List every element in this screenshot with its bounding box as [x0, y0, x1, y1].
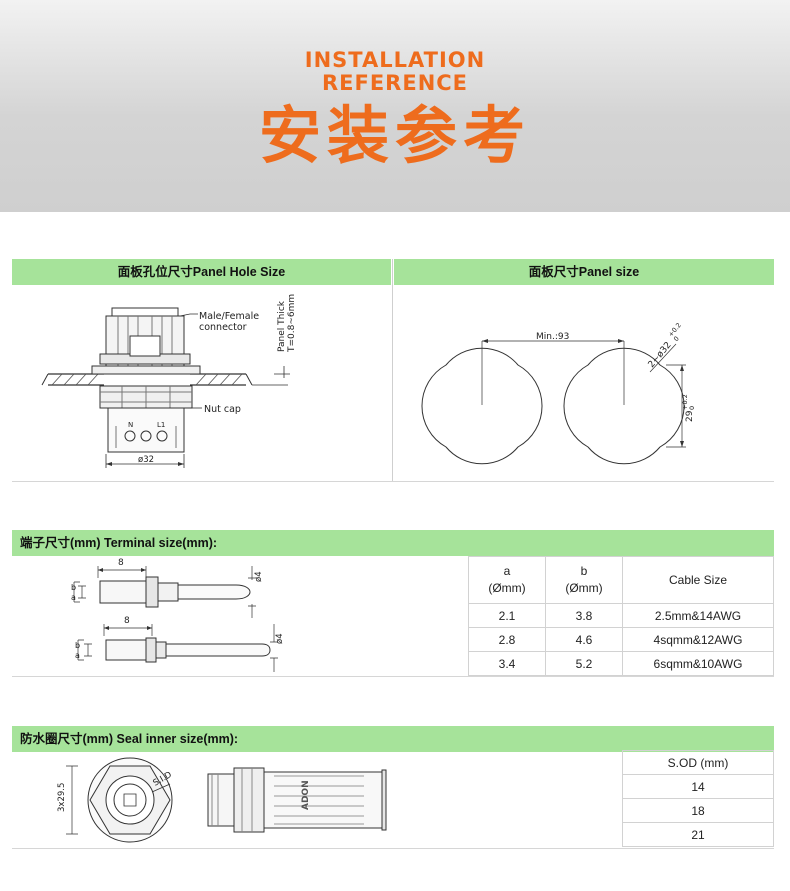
col-a-header: a (Ømm) [468, 556, 546, 604]
pin-l1-label: L1 [157, 421, 165, 429]
table-row: 2.1 3.8 2.5mm&14AWG [468, 603, 774, 628]
col-a-header-line2: (Ømm) [488, 581, 526, 595]
hole-height-tol-minus: 0 [688, 406, 696, 410]
brand-mark: ADON [301, 780, 311, 810]
col-a-header-line1: a [503, 564, 511, 578]
cell-b: 5.2 [545, 651, 623, 676]
term2-dia-dim: ø4 [275, 633, 285, 644]
terminal-size-table: a (Ømm) b (Ømm) Cable Size 2.1 3.8 2.5mm… [468, 556, 774, 676]
panel-thick-label-line1: Panel Thick [277, 300, 287, 352]
hole-dia-tol-minus: 0 [672, 335, 681, 343]
cell-sod: 14 [622, 774, 774, 799]
term2-b-label: b [75, 641, 80, 650]
banner-title-en-line2: REFERENCE [321, 71, 469, 95]
panel-thick-label-line2: T=0.8~6mm [287, 294, 297, 353]
banner: INSTALLATION REFERENCE 安装参考 [0, 0, 790, 212]
cell-cable: 2.5mm&14AWG [622, 603, 774, 628]
panel-size-header: 面板尺寸Panel size [394, 259, 774, 285]
table-row: 3.4 5.2 6sqmm&10AWG [468, 651, 774, 676]
term1-len-dim: 8 [118, 558, 124, 568]
connector-label-line1: Male/Female [199, 311, 259, 322]
connector-label-line2: connector [199, 322, 247, 333]
term1-a-label: a [71, 593, 76, 602]
banner-title-en-line1: INSTALLATION [304, 48, 486, 72]
panel-size-drawing: Min.:93 2~ø32 +0.2 0 29 +0.2 0 [421, 321, 696, 465]
col-b-header-line1: b [580, 564, 588, 578]
panel-divider [392, 259, 393, 481]
panel-hole-left [421, 347, 543, 465]
cell-sod: 18 [622, 798, 774, 823]
terminal-size-header: 端子尺寸(mm) Terminal size(mm): [12, 530, 774, 556]
col-b-header: b (Ømm) [545, 556, 623, 604]
panel-hole-size-header: 面板孔位尺寸Panel Hole Size [12, 259, 391, 285]
cell-a: 3.4 [468, 651, 546, 676]
col-cable-header: Cable Size [622, 556, 774, 604]
table-row: 18 [622, 798, 774, 823]
panel-hole-drawing: Male/Female connector Panel Thick T=0.8~… [41, 294, 297, 468]
cell-a: 2.1 [468, 603, 546, 628]
table-row: 2.8 4.6 4sqmm&12AWG [468, 627, 774, 652]
term1-b-label: b [71, 583, 76, 592]
table-row: 21 [622, 822, 774, 847]
nut-cap-label: Nut cap [204, 404, 241, 415]
seal-size-table: S.OD (mm) 14 18 21 [622, 750, 774, 847]
term2-a-label: a [75, 651, 80, 660]
cell-cable: 6sqmm&10AWG [622, 651, 774, 676]
cell-cable: 4sqmm&12AWG [622, 627, 774, 652]
hole-height-dim: 29 [685, 410, 695, 422]
cell-b: 3.8 [545, 603, 623, 628]
cell-sod: 21 [622, 822, 774, 847]
term1-dia-dim: ø4 [254, 571, 264, 582]
terminal-bottom-line [12, 676, 774, 677]
pin-n-label: N [128, 421, 133, 429]
hole-width-dim: ø32 [138, 455, 154, 465]
term2-len-dim: 8 [124, 616, 130, 626]
seal-size-header: 防水圈尺寸(mm) Seal inner size(mm): [12, 726, 774, 752]
cell-b: 4.6 [545, 627, 623, 652]
cell-a: 2.8 [468, 627, 546, 652]
col-b-header-line2: (Ømm) [565, 581, 603, 595]
terminal-drawing: 8 8 ø4 ø4 b a b a [71, 558, 285, 672]
banner-title-cn: 安装参考 [258, 99, 531, 172]
seal-bottom-line [12, 848, 774, 849]
panel-hole-right [563, 347, 685, 465]
seal-side-dim: 3x29.5 [57, 783, 67, 812]
hole-height-tol-plus: +0.2 [681, 394, 689, 410]
min-93-dim: Min.:93 [536, 332, 569, 342]
panel-bottom-line [12, 481, 774, 482]
col-sod-header: S.OD (mm) [622, 750, 774, 775]
table-row: 14 [622, 774, 774, 799]
seal-drawing: 3x29.5 S.I.D ADON [57, 757, 387, 843]
